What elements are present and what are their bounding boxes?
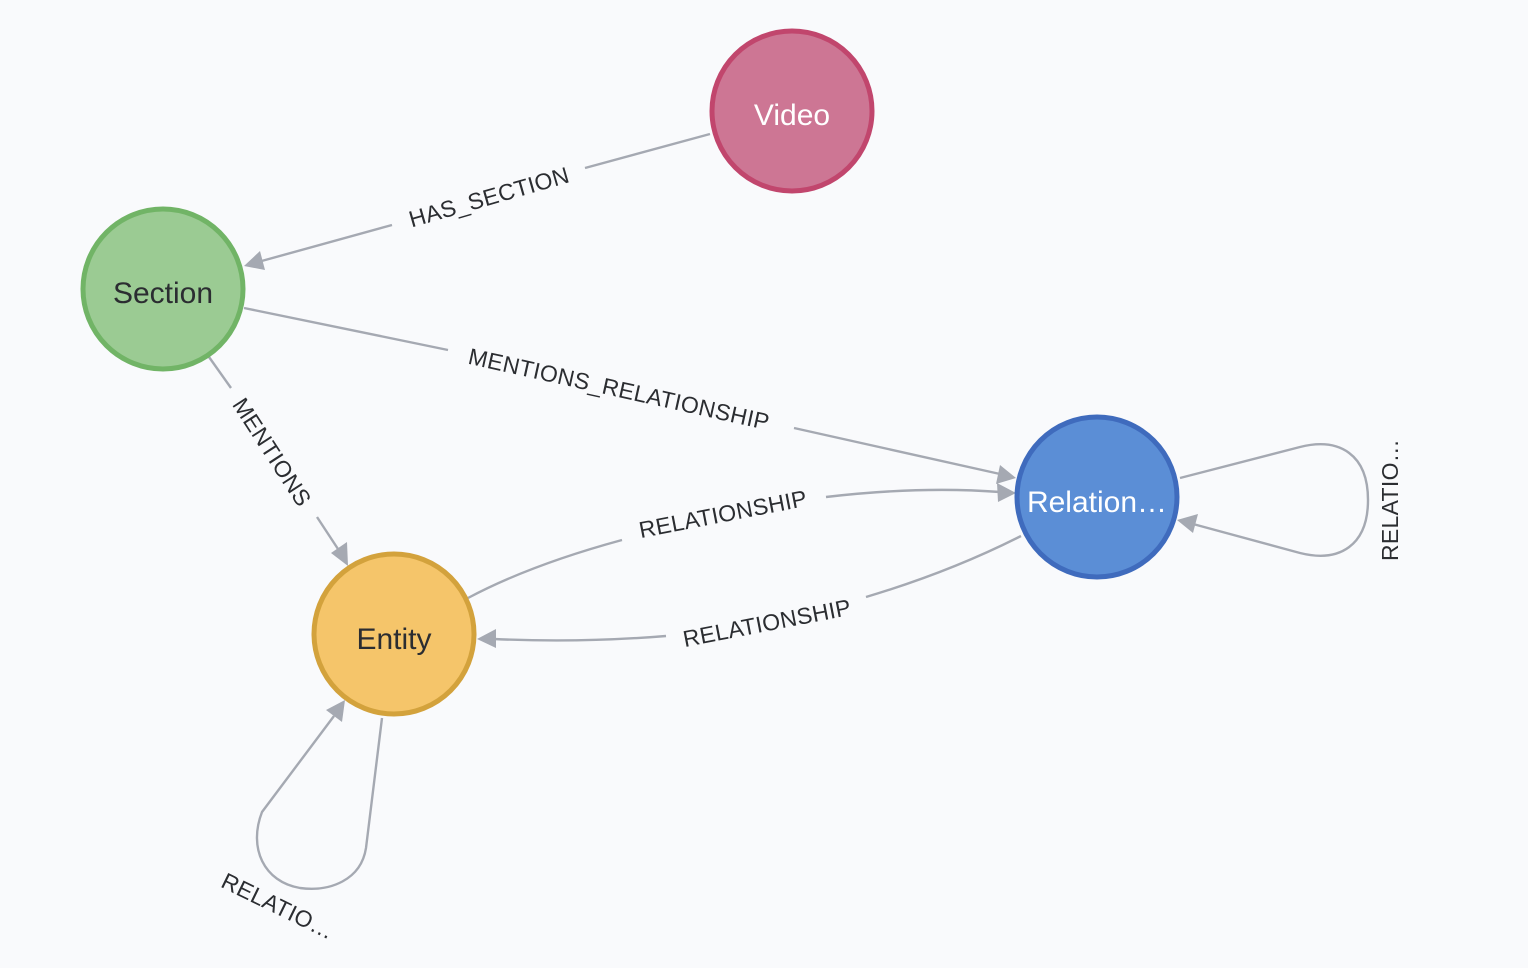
node-relationship[interactable]: Relation… xyxy=(1014,414,1180,580)
node-video[interactable]: Video xyxy=(709,28,875,194)
arrow-head xyxy=(326,700,345,722)
edge-line xyxy=(493,634,667,642)
node-video-label: Video xyxy=(754,99,830,132)
arrow-head xyxy=(996,465,1016,484)
edge-line xyxy=(793,426,1001,476)
edge-line xyxy=(257,223,393,264)
node-section[interactable]: Section xyxy=(80,206,246,372)
edge-line xyxy=(255,715,384,890)
node-section-circle xyxy=(80,206,246,372)
edge-label: HAS_SECTION xyxy=(406,162,572,233)
edge-line xyxy=(584,132,711,170)
edge-line xyxy=(1179,443,1370,557)
node-section-label: Section xyxy=(113,277,213,310)
edge-relationship-self-loop[interactable]: RELATIO… xyxy=(1177,439,1403,561)
node-relationship-circle xyxy=(1014,414,1180,580)
arrow-head xyxy=(997,483,1016,502)
edge-line xyxy=(208,356,232,389)
edge-label: RELATIONSHIP xyxy=(637,485,809,543)
edge-line xyxy=(467,538,623,600)
edge-mentions[interactable]: MENTIONS xyxy=(208,356,348,566)
edge-label: MENTIONS_RELATIONSHIP xyxy=(466,343,772,435)
edge-relationship-to-entity[interactable]: RELATIONSHIP xyxy=(477,534,1022,652)
edge-has-section[interactable]: HAS_SECTION xyxy=(244,132,711,270)
arrow-head xyxy=(244,251,265,270)
edge-line xyxy=(243,306,449,352)
arrow-head xyxy=(477,629,496,648)
edge-line xyxy=(865,534,1022,599)
node-video-circle xyxy=(709,28,875,194)
edge-label: RELATIONSHIP xyxy=(681,594,853,652)
node-entity[interactable]: Entity xyxy=(311,551,477,717)
edge-mentions-relationship[interactable]: MENTIONS_RELATIONSHIP xyxy=(243,306,1016,484)
node-entity-label: Entity xyxy=(356,623,431,656)
edge-line xyxy=(315,516,340,550)
node-relationship-label: Relation… xyxy=(1027,486,1167,519)
node-entity-circle xyxy=(311,551,477,717)
edge-entity-to-relationship[interactable]: RELATIONSHIP xyxy=(467,483,1016,600)
edge-entity-self-loop[interactable]: RELATIO… xyxy=(217,700,384,944)
edge-label: RELATIO… xyxy=(1377,439,1403,561)
edge-line xyxy=(825,488,1001,499)
edge-label: MENTIONS xyxy=(227,393,316,511)
arrow-head xyxy=(1177,514,1198,533)
arrow-head xyxy=(331,542,348,566)
